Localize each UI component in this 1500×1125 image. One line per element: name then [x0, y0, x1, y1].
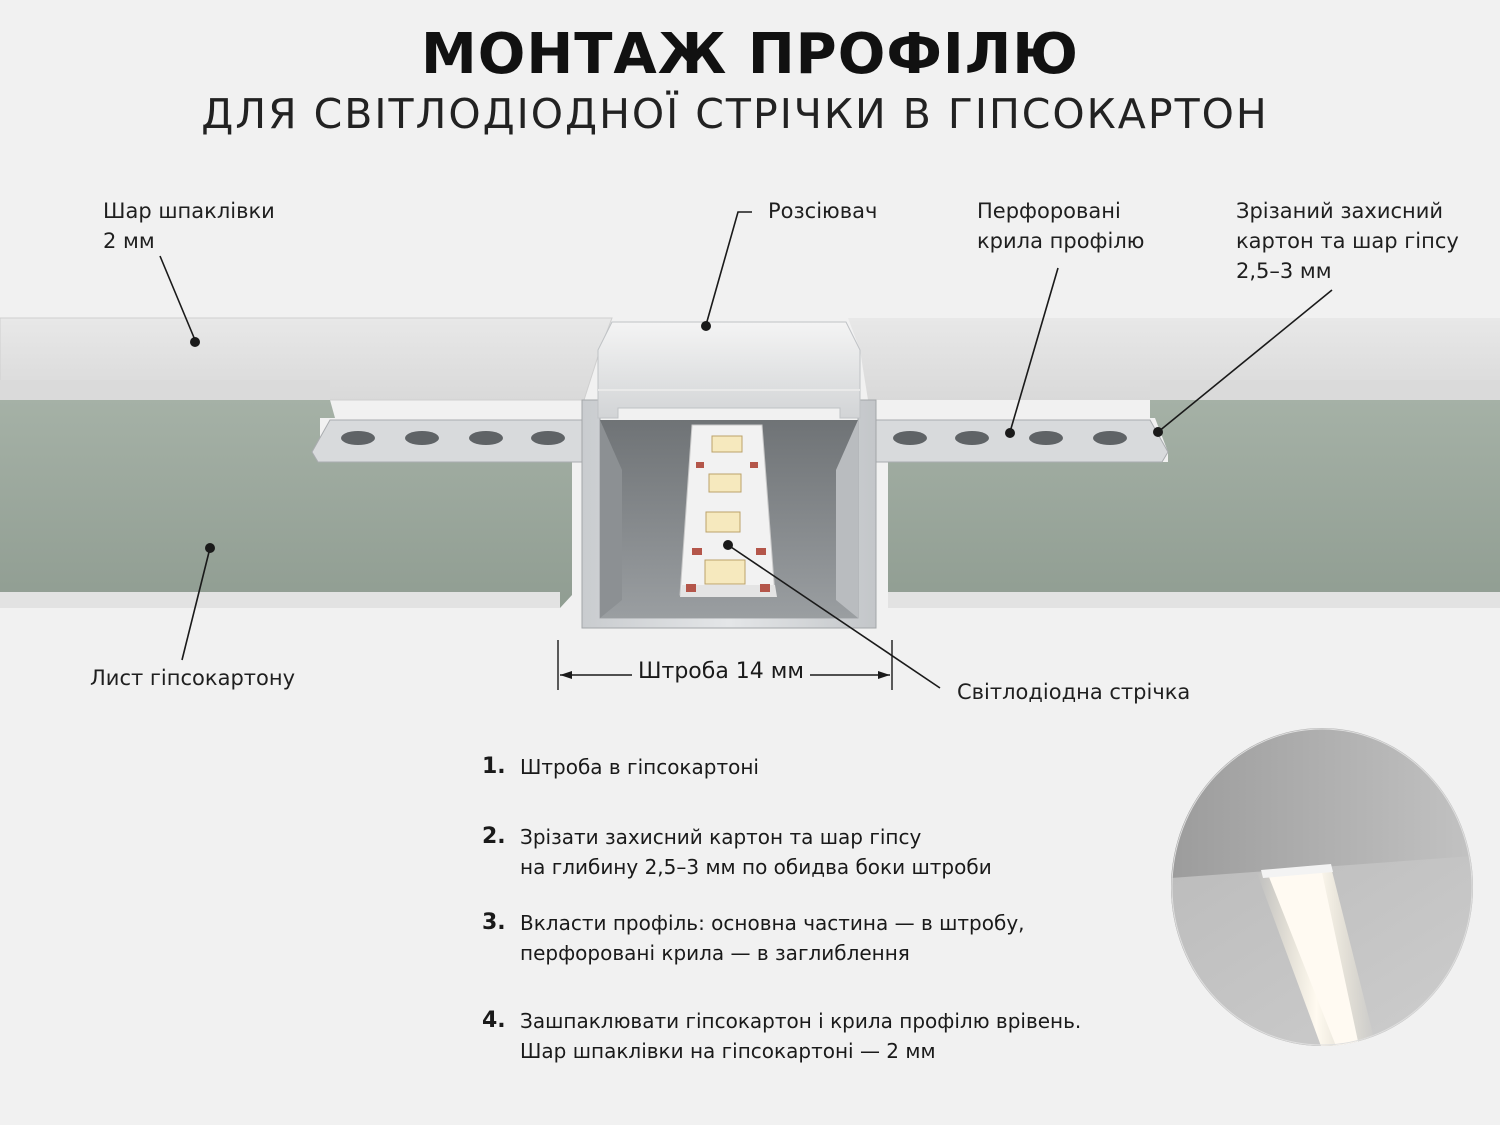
page-title: МОНТАЖ ПРОФІЛЮ — [421, 22, 1079, 87]
diffuser — [597, 321, 861, 419]
callout-led-strip: Світлодіодна стрічка — [957, 680, 1191, 704]
page-subtitle: ДЛЯ СВІТЛОДІОДНОЇ СТРІЧКИ В ГІПСОКАРТОН — [201, 90, 1269, 138]
drywall-board — [0, 400, 1500, 608]
callout-cut-cardboard: Зрізаний захисний картон та шар гіпсу 2,… — [1236, 199, 1459, 283]
callout-diffuser: Розсіювач — [768, 199, 878, 223]
groove-dimension-label: Штроба 14 мм — [632, 659, 810, 684]
callout-drywall-sheet: Лист гіпсокартону — [90, 666, 296, 690]
callout-perforated-wings: Перфоровані крила профілю — [977, 199, 1145, 253]
putty-layer — [0, 317, 1500, 401]
leader-lines — [159, 211, 1333, 689]
installed-profile-photo — [1171, 728, 1473, 1046]
cross-section-diagram — [0, 211, 1500, 690]
callout-putty-layer: Шар шпаклівки 2 мм — [103, 199, 275, 253]
led-strip — [679, 424, 777, 597]
